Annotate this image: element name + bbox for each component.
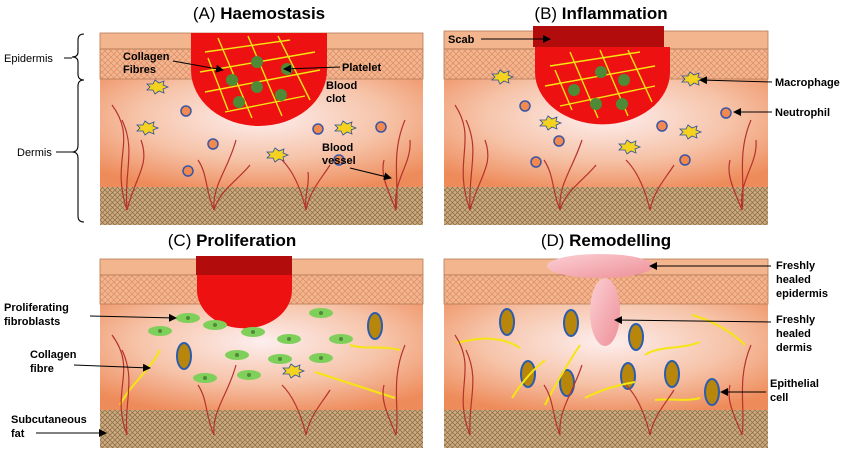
panel-b-title: (B) Inflammation bbox=[534, 4, 667, 23]
fibroblast-nuclei bbox=[158, 311, 343, 380]
scab bbox=[533, 26, 664, 47]
platelet-label: Platelet bbox=[342, 62, 381, 74]
subcutaneous-fat-layer bbox=[100, 187, 423, 225]
freshly-healed-epidermis bbox=[547, 254, 653, 278]
scab bbox=[196, 256, 292, 275]
epidermis-label: Epidermis bbox=[4, 53, 53, 65]
blood-clot bbox=[197, 274, 292, 329]
scab-label: Scab bbox=[448, 34, 475, 46]
macrophage bbox=[282, 363, 306, 379]
neutrophils bbox=[519, 100, 732, 168]
subcutaneous-fat-layer bbox=[444, 187, 768, 225]
subcutaneous-fat-layer bbox=[100, 410, 423, 448]
subcutaneous-fat-layer bbox=[444, 410, 768, 448]
macrophages bbox=[491, 69, 705, 155]
panel-a-haemostasis: (A) Haemostasis bbox=[4, 4, 424, 225]
macrophage-label: Macrophage bbox=[775, 77, 840, 89]
collagen-fibres bbox=[119, 344, 401, 406]
neutrophil-label: Neutrophil bbox=[775, 107, 830, 119]
panel-a-title: (A) Haemostasis bbox=[193, 4, 325, 23]
panel-d-remodelling: (D) Remodelling bbox=[443, 231, 828, 448]
blood-vessels bbox=[454, 334, 752, 436]
neutrophils bbox=[180, 105, 387, 177]
dermis-bracket bbox=[71, 79, 85, 223]
collagen-fibre-arrow bbox=[73, 363, 151, 372]
blood-vessels bbox=[111, 104, 411, 211]
collagen-fibres-arrow bbox=[172, 60, 224, 73]
freshly-healed-dermis-arrow bbox=[614, 316, 772, 325]
blood-vessels bbox=[454, 104, 757, 211]
macrophage-arrow bbox=[699, 76, 773, 85]
panel-d-title: (D) Remodelling bbox=[541, 231, 671, 250]
blood-vessel-arrow bbox=[349, 167, 392, 181]
dermis-label: Dermis bbox=[17, 147, 52, 159]
fibroblasts-arrow bbox=[89, 313, 177, 322]
epithelial-cells bbox=[176, 312, 383, 370]
panel-c-title: (C) Proliferation bbox=[168, 231, 296, 250]
blood-vessels bbox=[111, 334, 406, 436]
macrophages bbox=[136, 79, 358, 163]
panel-b-inflammation: (B) Inflammation bbox=[443, 4, 840, 225]
freshly-healed-dermis bbox=[590, 278, 620, 346]
platelet-arrow bbox=[283, 64, 341, 73]
collagen-fibres bbox=[456, 314, 746, 406]
epidermis-bracket bbox=[71, 33, 85, 81]
panel-c-proliferation: (C) Proliferation bbox=[4, 231, 424, 448]
platelets bbox=[568, 66, 630, 110]
